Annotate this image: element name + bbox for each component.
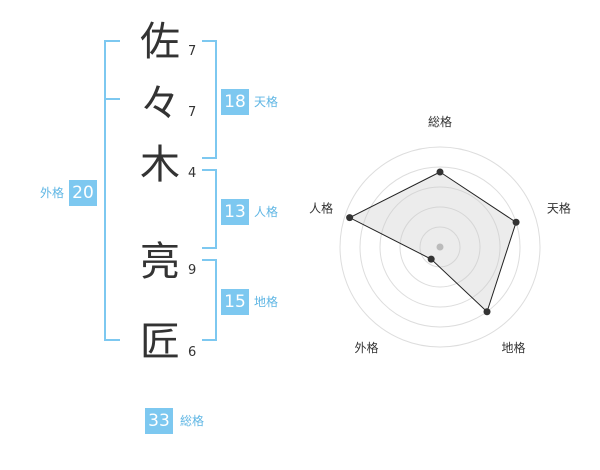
radar-axis-label-3: 地格 [501, 340, 525, 355]
jinkaku-value-badge: 13 [221, 199, 249, 225]
chikaku-value-badge: 15 [221, 289, 249, 315]
name-char-5: 匠 [140, 319, 180, 365]
radar-point-3 [483, 308, 491, 316]
stroke-count-1: 7 [188, 44, 197, 59]
stroke-count-5: 6 [188, 345, 197, 360]
chikaku-label: 地格 [254, 295, 279, 309]
radar-polygon [348, 171, 517, 313]
soukaku-value-badge: 33 [145, 408, 173, 434]
radar-point-5 [346, 214, 354, 222]
jinkaku-label: 人格 [254, 205, 279, 219]
radar-axis-label-4: 外格 [355, 340, 379, 355]
name-char-2: 々 [140, 81, 180, 127]
radar-ring [359, 166, 521, 328]
stroke-count-4: 9 [188, 263, 197, 278]
gaikaku-label: 外格 [40, 186, 65, 200]
radar-ring [379, 186, 501, 308]
name-char-1: 佐 [140, 19, 180, 65]
radar-point-2 [512, 218, 520, 226]
radar-ring [399, 206, 481, 288]
stroke-count-3: 4 [188, 166, 197, 181]
radar-axis-label-1: 総格 [428, 114, 452, 129]
radar-center-dot [436, 243, 444, 251]
radar-point-1 [436, 168, 444, 176]
soukaku-label: 総格 [180, 414, 205, 428]
name-char-3: 木 [140, 142, 180, 188]
tenkaku-label: 天格 [254, 95, 279, 109]
tenkaku-value-badge: 18 [221, 89, 249, 115]
radar-axis-label-2: 天格 [547, 200, 571, 215]
radar-point-4 [427, 255, 435, 263]
gaikaku-value-badge: 20 [69, 180, 97, 206]
name-char-4: 亮 [140, 239, 180, 285]
stroke-count-2: 7 [188, 105, 197, 120]
radar-axis-label-5: 人格 [309, 200, 333, 215]
